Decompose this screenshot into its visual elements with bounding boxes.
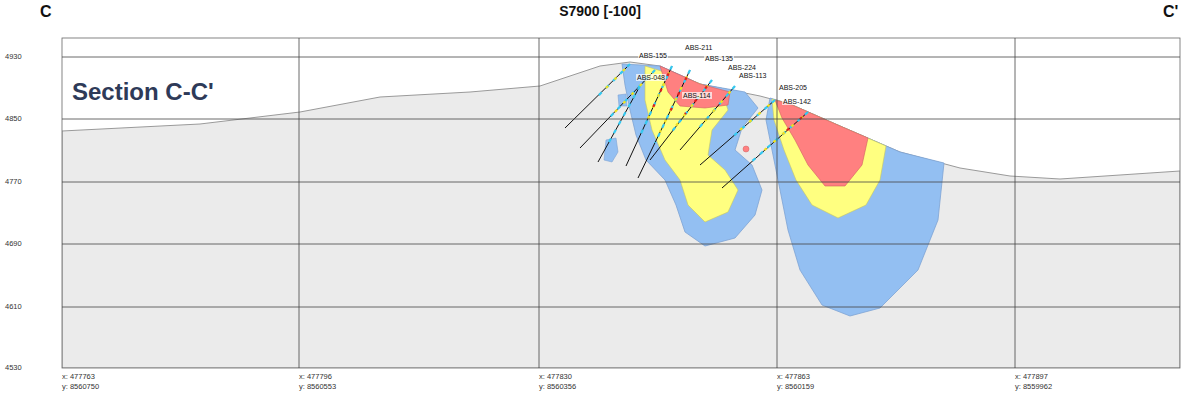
ore-mid-grade: [772, 99, 886, 218]
drill-hole-label: ABS-113: [738, 72, 768, 79]
drill-hole-label: ABS-211: [684, 44, 714, 51]
section-title: S7900 [-100]: [559, 4, 641, 18]
easting-label: x: 477863: [777, 373, 810, 381]
section-end: C': [1163, 4, 1178, 20]
drill-hole-label: ABS-048: [636, 74, 666, 81]
elevation-label: 4930: [5, 53, 22, 61]
grid: [62, 38, 1180, 368]
easting-label: x: 477796: [299, 373, 332, 381]
drill-hole-label: ABS-142: [782, 98, 812, 105]
drill-hole-label: ABS-224: [727, 64, 757, 71]
northing-label: y: 8560159: [777, 383, 814, 391]
elevation-label: 4610: [5, 303, 22, 311]
easting-label: x: 477763: [62, 373, 95, 381]
easting-label: x: 477897: [1015, 373, 1048, 381]
drill-hole-label: ABS-114: [682, 92, 712, 99]
ore-low-grade: [766, 98, 944, 316]
elevation-label: 4690: [5, 240, 22, 248]
easting-label: x: 477830: [539, 373, 572, 381]
drill-hole-label: ABS-135: [704, 55, 734, 62]
drill-hole-label: ABS-155: [638, 52, 668, 59]
northing-label: y: 8559962: [1015, 383, 1052, 391]
elevation-label: 4770: [5, 178, 22, 186]
northing-label: y: 8560356: [539, 383, 576, 391]
drill-hole-label: ABS-205: [778, 84, 808, 91]
elevation-label: 4530: [5, 364, 22, 372]
section-name: Section C-C': [72, 80, 214, 104]
northing-label: y: 8560553: [299, 383, 336, 391]
ore-high-grade: [743, 146, 749, 152]
section-end: C: [40, 4, 52, 20]
ore-low-grade: [604, 138, 618, 162]
elevation-label: 4850: [5, 115, 22, 123]
ore-high-grade: [775, 100, 868, 186]
northing-label: y: 8560750: [62, 383, 99, 391]
terrain: [62, 62, 1180, 368]
drill-holes: [565, 64, 808, 188]
ore-low-grade: [622, 64, 762, 246]
